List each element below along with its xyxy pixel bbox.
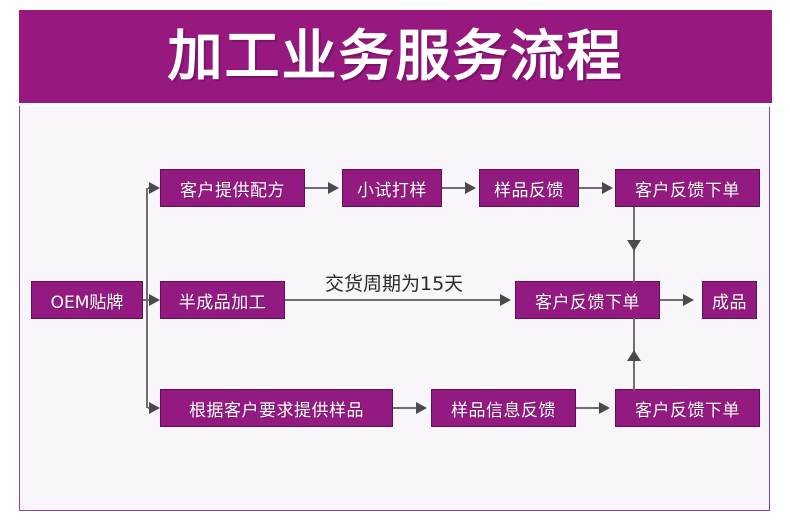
connector-b3-1to2: [393, 407, 419, 409]
connector-b1-3to4: [579, 187, 605, 189]
node-sample-info-feedback[interactable]: 样品信息反馈: [431, 389, 576, 427]
connector-b1-1to2: [305, 187, 331, 189]
arrow-b2-1to2-icon: [500, 294, 511, 306]
node-sample-feedback[interactable]: 样品反馈: [479, 169, 579, 207]
arrow-b3-1to2-icon: [416, 402, 427, 414]
node-semifinished-processing[interactable]: 半成品加工: [160, 281, 285, 319]
title-banner: 加工业务服务流程: [19, 10, 772, 103]
arrow-into-branch1-icon: [149, 182, 160, 194]
node-customer-feedback-order-middle[interactable]: 客户反馈下单: [515, 281, 660, 319]
node-trial-sample[interactable]: 小试打样: [342, 169, 442, 207]
connector-b2-1to2: [285, 299, 504, 301]
node-provide-sample-per-request[interactable]: 根据客户要求提供样品: [160, 389, 393, 427]
arrow-into-branch3-icon: [149, 402, 160, 414]
arrow-up-to-middle-icon: [627, 350, 641, 361]
connector-b1-2to3: [442, 187, 468, 189]
flowchart-canvas: OEM贴牌 客户提供配方 小试打样 样品反馈 客户反馈下单 半成品加工 客户反馈…: [19, 106, 770, 511]
page-title: 加工业务服务流程: [167, 24, 624, 88]
node-customer-feedback-order-top[interactable]: 客户反馈下单: [615, 169, 760, 207]
arrow-b1-3to4-icon: [602, 182, 613, 194]
arrow-b3-2to3-icon: [599, 402, 610, 414]
node-finished-product[interactable]: 成品: [702, 281, 757, 319]
edge-label-delivery-cycle: 交货周期为15天: [325, 273, 464, 295]
connector-b2-2to3: [660, 299, 686, 301]
arrow-into-branch2-icon: [149, 294, 160, 306]
node-customer-feedback-order-bottom[interactable]: 客户反馈下单: [615, 389, 760, 427]
node-oem-label[interactable]: OEM贴牌: [31, 281, 143, 319]
connector-oem-to-trunk: [143, 299, 147, 301]
node-customer-provides-formula[interactable]: 客户提供配方: [160, 169, 305, 207]
arrow-b1-2to3-icon: [465, 182, 476, 194]
arrow-b2-2to3-icon: [683, 294, 694, 306]
connector-b3-2to3: [576, 407, 602, 409]
connector-trunk-vertical: [146, 188, 148, 408]
arrow-down-to-middle-icon: [627, 240, 641, 251]
arrow-b1-1to2-icon: [328, 182, 339, 194]
